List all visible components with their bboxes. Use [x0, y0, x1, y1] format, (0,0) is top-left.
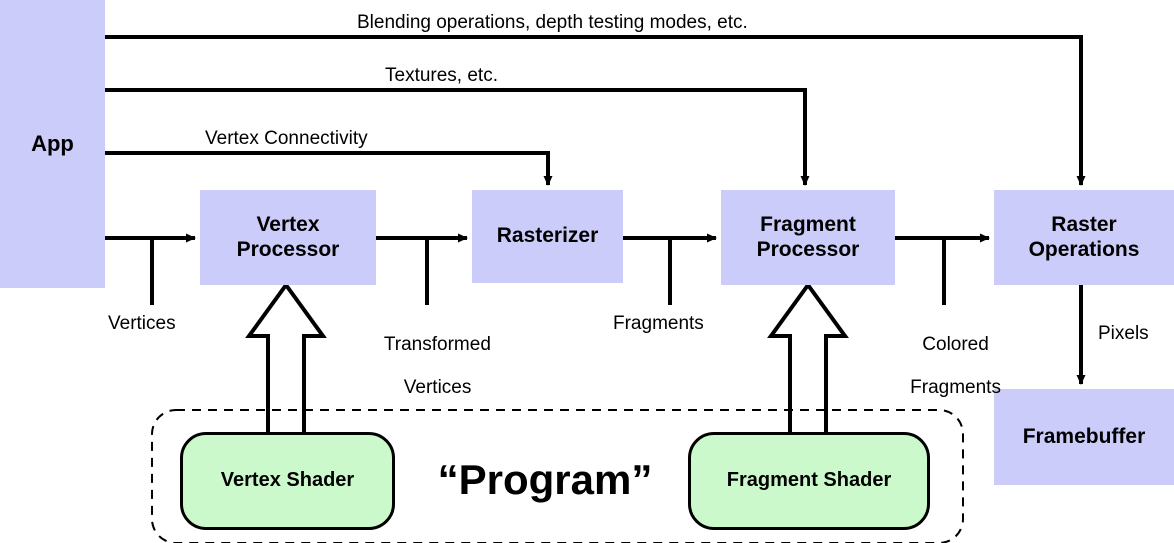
edge-vertex-connectivity [105, 151, 553, 186]
stage-framebuffer[interactable]: Framebuffer [994, 389, 1174, 485]
edge-label-transformed-vertices-line1: Transformed [383, 334, 491, 356]
program-group-label: “Program” [437, 456, 653, 503]
shader-fragment-shader-label: Fragment Shader [726, 469, 892, 492]
edge-textures [105, 88, 810, 186]
edge-label-textures: Textures, etc. [385, 65, 498, 86]
edge-label-pixels: Pixels [1098, 323, 1149, 344]
edge-label-colored-fragments-line2: Fragments [910, 376, 1001, 398]
stage-vertex-processor-label-line1: Vertex [256, 212, 320, 236]
program-group-outline [151, 409, 964, 543]
stage-rasterizer-label: Rasterizer [496, 224, 599, 248]
edge-blending [105, 35, 1086, 186]
stage-raster-operations-label-line1: Raster [1051, 212, 1117, 236]
edge-transformed-vertices [376, 233, 468, 305]
stage-vertex-processor-label-line2: Processor [236, 237, 340, 261]
shader-vertex-shader-label: Vertex Shader [220, 469, 355, 492]
stage-app[interactable]: App [0, 0, 105, 288]
edge-label-vertices: Vertices [108, 313, 176, 334]
edge-label-colored-fragments: Colored Fragments [865, 313, 1025, 419]
edge-label-transformed-vertices: Transformed Vertices [327, 313, 527, 419]
shader-fragment-shader[interactable]: Fragment Shader [688, 432, 930, 530]
edge-vertices [105, 233, 196, 305]
shader-vertex-shader[interactable]: Vertex Shader [180, 432, 395, 530]
stage-fragment-processor-label-line2: Processor [756, 237, 860, 261]
edge-fragments [623, 233, 717, 305]
hollow-arrow-vertex-shader [245, 281, 327, 432]
stage-raster-operations-label-line2: Operations [1028, 237, 1140, 261]
stage-app-label: App [31, 131, 74, 157]
stage-rasterizer[interactable]: Rasterizer [472, 190, 623, 283]
edge-label-fragments: Fragments [613, 313, 704, 334]
stage-framebuffer-label: Framebuffer [1022, 424, 1146, 448]
edge-label-vertex-connectivity: Vertex Connectivity [205, 128, 368, 149]
stage-fragment-processor-label-line1: Fragment [760, 212, 856, 236]
edge-label-transformed-vertices-line2: Vertices [403, 376, 472, 398]
edge-colored-fragments [895, 233, 990, 305]
hollow-arrow-fragment-shader [767, 281, 849, 432]
edge-label-colored-fragments-line1: Colored [922, 334, 989, 356]
edge-label-blending: Blending operations, depth testing modes… [357, 12, 748, 33]
